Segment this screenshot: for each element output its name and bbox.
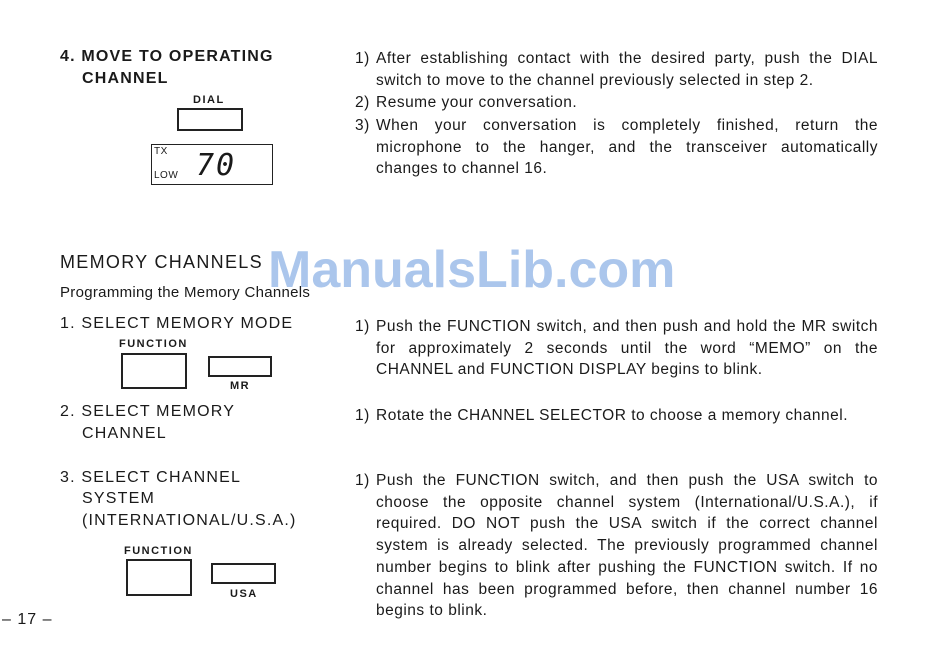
item-number: 3) (355, 117, 370, 134)
mr-switch-label: MR (230, 380, 251, 392)
item-text: After establishing contact with the desi… (376, 50, 878, 89)
item-number: 1) (355, 318, 370, 335)
item-number: 1) (355, 50, 370, 67)
page-number: – 17 – (2, 611, 53, 628)
item-text: Resume your conversation. (376, 94, 578, 111)
step2-title-line2: CHANNEL (82, 425, 167, 442)
step1-title: 1. SELECT MEMORY MODE (60, 315, 294, 332)
function-switch-label: FUNCTION (119, 338, 188, 350)
watermark: ManualsLib.com (268, 241, 676, 299)
step3-title-line2: SYSTEM (82, 490, 155, 507)
step3-title-line3: (INTERNATIONAL/U.S.A.) (82, 512, 297, 529)
dial-switch-button[interactable] (177, 108, 243, 131)
item-text: Rotate the CHANNEL SELECTOR to choose a … (376, 407, 849, 424)
item-number: 2) (355, 94, 370, 111)
lcd-channel-digits: 70 (196, 148, 237, 183)
function-switch-button[interactable] (126, 559, 192, 596)
section-subtitle: Programming the Memory Channels (60, 284, 311, 301)
dial-switch-label: DIAL (193, 94, 225, 106)
step2-title-line1: 2. SELECT MEMORY (60, 403, 236, 420)
item-number: 1) (355, 407, 370, 424)
mr-switch-button[interactable] (208, 356, 272, 377)
usa-switch-label: USA (230, 588, 258, 600)
step4-title-line2: CHANNEL (82, 70, 169, 87)
function-switch-button[interactable] (121, 353, 187, 389)
function-switch-label: FUNCTION (124, 545, 193, 557)
section-title: MEMORY CHANNELS (60, 252, 263, 272)
step4-title-line1: 4. MOVE TO OPERATING (60, 48, 274, 65)
item-text: When your conversation is completely fin… (376, 117, 878, 178)
lcd-low-indicator: LOW (154, 170, 179, 181)
item-text: Push the FUNCTION switch, and then push … (376, 472, 878, 620)
item-text: Push the FUNCTION switch, and then push … (376, 318, 878, 379)
usa-switch-button[interactable] (211, 563, 276, 584)
lcd-tx-indicator: TX (154, 146, 168, 157)
item-number: 1) (355, 472, 370, 489)
lcd-display: TX LOW 70 (151, 144, 273, 185)
step3-title-line1: 3. SELECT CHANNEL (60, 469, 242, 486)
